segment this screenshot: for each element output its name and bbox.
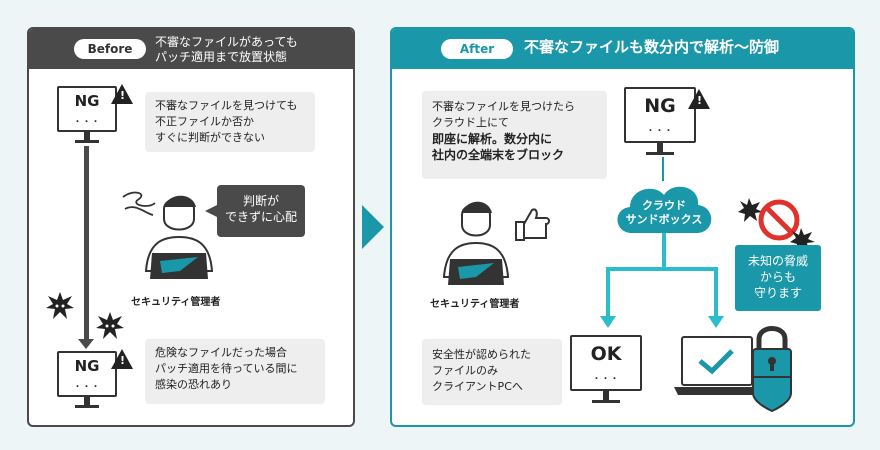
screen-dots: ・・・ [73, 382, 101, 391]
bubble-tail [205, 205, 217, 217]
cloud-label: クラウド サンドボックス [610, 199, 718, 227]
after-ng-monitor: NG ・・・ ! [624, 87, 710, 159]
worry-bubble: 判断が できずに心配 [217, 185, 305, 237]
connector-line [662, 157, 664, 181]
screen-dots: ・・・ [73, 117, 101, 126]
before-box1-line3: すぐに判断ができない [155, 131, 265, 144]
after-box2-line2: ファイルのみ [432, 364, 498, 377]
before-header: Before 不審なファイルがあっても パッチ適用まで放置状態 [29, 29, 353, 69]
ng-monitor-top: NG ・・・ ! [57, 84, 133, 146]
before-box2-line2: パッチ適用を待っている間に [155, 362, 298, 375]
before-title: 不審なファイルがあっても パッチ適用まで放置状態 [155, 35, 298, 65]
down-arrow-head [78, 339, 94, 349]
after-info-box-2: 安全性が認められた ファイルのみ クライアントPCへ [422, 339, 562, 405]
warning-icon: ! [111, 84, 133, 104]
after-title: 不審なファイルも数分内で解析〜防御 [524, 38, 780, 56]
connector-line [714, 267, 718, 317]
screen-dots: ・・・ [646, 126, 674, 135]
ng-label: NG [74, 357, 100, 375]
after-box2-line3: クライアントPCへ [432, 380, 523, 393]
connector-line [662, 233, 666, 269]
ng-label: NG [644, 95, 676, 117]
down-arrow-shaft [84, 146, 89, 341]
monitor-base [592, 400, 620, 403]
arrow-down-icon [708, 316, 724, 328]
before-info-box-2: 危険なファイルだった場合 パッチ適用を待っている間に 感染の恐れあり [145, 339, 325, 404]
after-box1-bold2: 社内の全端末をブロック [432, 148, 565, 162]
before-title-line1: 不審なファイルがあっても [155, 35, 298, 49]
monitor-screen: OK ・・・ [570, 335, 642, 391]
connector-line [606, 267, 718, 271]
laptop-check-icon [674, 336, 760, 395]
bubble-line2: できずに心配 [224, 210, 297, 224]
before-box1-line1: 不審なファイルを見つけても [155, 99, 298, 112]
monitor-screen: NG ・・・ [57, 351, 117, 397]
before-info-box-1: 不審なファイルを見つけても 不正ファイルか否か すぐに判断ができない [145, 92, 315, 152]
monitor-base [75, 405, 99, 408]
before-badge: Before [74, 39, 146, 59]
virus-icon [96, 312, 124, 339]
monitor-stand [84, 132, 90, 140]
arrow-down-icon [600, 316, 616, 328]
after-box1-line2: クラウド上にて [432, 116, 509, 129]
after-info-box-1: 不審なファイルを見つけたら クラウド上にて 即座に解析。数分内に 社内の全端末を… [422, 91, 607, 179]
ok-label: OK [590, 343, 622, 365]
ok-monitor: OK ・・・ [570, 335, 642, 407]
blocked-virus-icon [738, 198, 815, 252]
monitor-screen: NG ・・・ [57, 86, 117, 132]
before-title-line2: パッチ適用まで放置状態 [155, 50, 288, 64]
virus-icon [46, 292, 74, 319]
cloud-label-line2: サンドボックス [625, 213, 703, 226]
transition-arrow-icon [362, 205, 384, 249]
lock-shield-icon [752, 326, 792, 413]
after-panel: After 不審なファイルも数分内で解析〜防御 不審なファイルを見つけたら クラ… [390, 27, 855, 427]
admin-label: セキュリティ管理者 [131, 297, 221, 308]
threat-protection-box: 未知の脅威 からも 守ります [735, 245, 821, 311]
after-box2-line1: 安全性が認められた [432, 348, 531, 361]
before-panel: Before 不審なファイルがあっても パッチ適用まで放置状態 NG ・・・ !… [27, 27, 355, 427]
admin-label: セキュリティ管理者 [430, 299, 520, 310]
after-badge: After [441, 39, 513, 59]
monitor-base [646, 152, 674, 155]
threat-line1: 未知の脅威 [747, 254, 808, 268]
ng-label: NG [74, 92, 100, 110]
before-box1-line2: 不正ファイルか否か [155, 115, 254, 128]
warning-icon: ! [111, 349, 133, 369]
monitor-screen: NG ・・・ [624, 87, 696, 143]
thumbs-up-icon [515, 208, 550, 241]
threat-line3: 守ります [753, 286, 802, 300]
before-box2-line3: 感染の恐れあり [155, 378, 232, 391]
threat-line2: からも [759, 270, 796, 284]
cloud-label-line1: クラウド [642, 199, 686, 212]
connector-line [606, 267, 610, 317]
cloud-sandbox-icon [617, 186, 712, 233]
screen-dots: ・・・ [592, 374, 620, 383]
ng-monitor-bottom: NG ・・・ ! [57, 349, 133, 411]
after-box1-line1: 不審なファイルを見つけたら [432, 100, 575, 113]
monitor-stand [657, 143, 663, 152]
before-box2-line1: 危険なファイルだった場合 [155, 346, 287, 359]
warning-icon: ! [688, 89, 710, 109]
after-box1-bold1: 即座に解析。数分内に [432, 132, 553, 146]
monitor-stand [603, 391, 609, 400]
after-header: After 不審なファイルも数分内で解析〜防御 [392, 29, 853, 69]
worry-scribble-icon [122, 191, 156, 216]
monitor-stand [84, 397, 90, 405]
admin-person-icon [442, 201, 510, 285]
admin-person-icon [144, 195, 214, 279]
bubble-line1: 判断が [242, 194, 279, 208]
monitor-base [75, 140, 99, 143]
